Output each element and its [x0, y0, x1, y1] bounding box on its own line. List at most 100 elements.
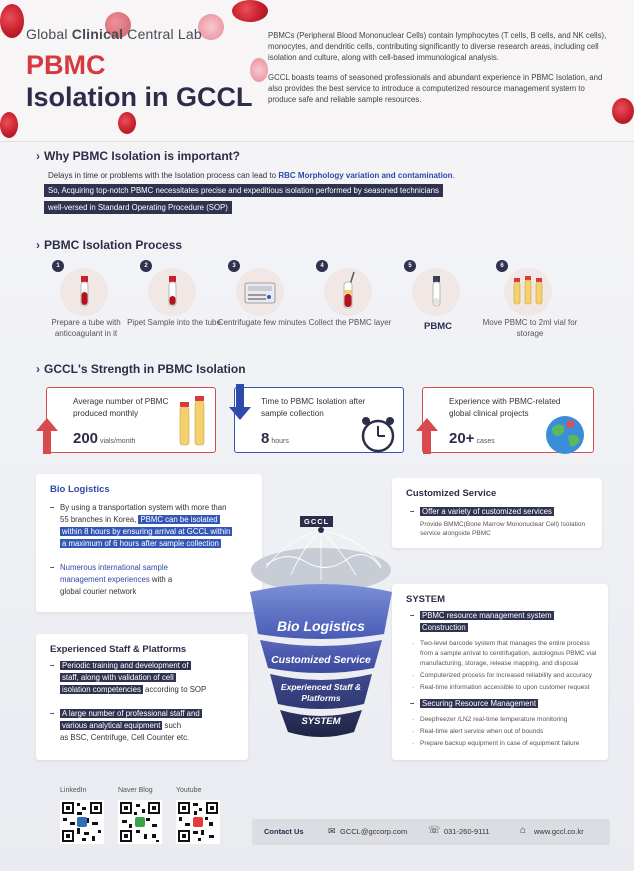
step-number: 6: [496, 260, 508, 272]
pipet-tube-icon: [148, 268, 196, 316]
panel-title: Customized Service: [406, 488, 497, 499]
arrow-up-icon: [416, 418, 438, 454]
panel-title: SYSTEM: [406, 594, 446, 605]
system-item: ·Real-time alert service when out of bou…: [412, 728, 544, 735]
funnel-label-staff: Experienced Staff &Platforms: [280, 682, 362, 703]
page-title-line1: PBMC: [26, 50, 106, 80]
strength-section-title: ›GCCL's Strength in PBMC Isolation: [36, 362, 246, 376]
customized-desc: Provide BMMC(Bone Marrow Mononuclear Cel…: [420, 521, 586, 528]
page-title-line2: Isolation in GCCL: [26, 82, 253, 112]
vials-icon: [504, 268, 552, 316]
step-label: PBMC: [424, 321, 452, 332]
contact-bar: Contact Us ✉ GCCL@gccorp.com ☏ 031-260-9…: [252, 819, 610, 845]
home-icon: ⌂: [520, 825, 527, 836]
blood-cell-decoration: [250, 58, 268, 82]
why-section-title: ›Why PBMC Isolation is important?: [36, 149, 241, 163]
contact-label: Contact Us: [264, 827, 304, 836]
card-text: Experience with PBMC-related global clin…: [449, 397, 561, 418]
step-number: 1: [52, 260, 64, 272]
world-network-illustration: [251, 527, 391, 592]
blood-cell-decoration: [612, 98, 634, 124]
funnel-label-customized: Customized Service: [271, 654, 371, 666]
naver-blog-qr-code[interactable]: [118, 800, 162, 844]
process-step: 5 PBMC: [386, 260, 490, 350]
funnel-label-bio-logistics: Bio Logistics: [277, 618, 365, 634]
blood-tube-icon: [60, 268, 108, 316]
arrow-down-icon: [229, 384, 251, 420]
blood-cell-decoration: [0, 4, 24, 38]
chevron-right-icon: ›: [36, 238, 40, 252]
intro-paragraph-2: GCCL boasts teams of seasoned profession…: [268, 73, 603, 104]
qr-label-linkedin: LinkedIn: [60, 787, 87, 794]
system-item: ·Two-level barcode system that manages t…: [412, 640, 597, 667]
system-item: ·Computerized process for increased reli…: [412, 672, 592, 679]
blood-cell-decoration: [232, 0, 268, 22]
blood-cell-decoration: [105, 12, 131, 38]
gccl-logo: GCCL: [300, 516, 334, 527]
card-value: 20+cases: [449, 430, 495, 447]
bio-bullet-1: – By using a transportation system with …: [50, 503, 233, 548]
intro-paragraph-1: PBMCs (Peripheral Blood Mononuclear Cell…: [268, 31, 607, 62]
why-highlight-band-2: well-versed in Standard Operating Proced…: [44, 201, 232, 214]
blood-cell-decoration: [118, 112, 136, 134]
blood-cell-decoration: [198, 14, 224, 40]
linkedin-qr-code[interactable]: [60, 800, 104, 844]
card-text: Time to PBMC Isolation after sample coll…: [261, 397, 366, 418]
why-highlight-band-1: So, Acquiring top-notch PBMC necessitate…: [44, 184, 443, 197]
mail-icon: ✉: [328, 826, 336, 836]
customized-desc: service alongside PBMC: [420, 530, 491, 537]
funnel-label-system: SYSTEM: [301, 716, 341, 727]
chevron-right-icon: ›: [36, 362, 40, 376]
step-label: Prepare a tube with anticoagulant in it: [51, 318, 121, 338]
system-heading-1: – PBMC resource management system Constr…: [410, 611, 554, 632]
system-item: ·Deepfreezer /LN2 real-time temperature …: [412, 716, 568, 723]
bio-bullet-2: – Numerous international sample manageme…: [50, 563, 173, 596]
process-step: 6 Move PBMC to 2ml vial for storage: [478, 260, 582, 350]
card-text: Average number of PBMC produced monthly: [73, 397, 169, 418]
contact-phone[interactable]: 031-260-9111: [444, 827, 490, 836]
process-section-title: ›PBMC Isolation Process: [36, 238, 183, 252]
system-heading-2: – Securing Resource Management: [410, 699, 538, 708]
process-step: 4 Collect the PBMC layer: [298, 260, 402, 350]
staff-bullet-1: – Periodic training and development of s…: [50, 661, 207, 694]
panel-title: Bio Logistics: [50, 484, 110, 495]
contact-website[interactable]: www.gccl.co.kr: [534, 827, 584, 836]
youtube-qr-code[interactable]: [176, 800, 220, 844]
customized-bullet: – Offer a variety of customized services: [410, 507, 554, 516]
brand-name: Global Clinical Central Lab: [26, 26, 202, 42]
customized-service-panel: Customized Service – Offer a variety of …: [392, 478, 602, 548]
blood-cell-decoration: [0, 112, 18, 138]
step-label: Pipet Sample into the tube: [127, 318, 221, 327]
pbmc-tube-icon: [412, 268, 460, 316]
system-item: ·Real-time information accessible to upo…: [412, 684, 590, 691]
bio-logistics-panel: Bio Logistics – By using a transportatio…: [36, 474, 262, 612]
globe-icon: [546, 416, 584, 454]
step-label: Collect the PBMC layer: [308, 318, 392, 327]
header: Global Clinical Central Lab PBMC Isolati…: [0, 0, 634, 142]
step-number: 2: [140, 260, 152, 272]
step-label: Move PBMC to 2ml vial for storage: [482, 318, 578, 338]
centrifuge-icon: [236, 268, 284, 316]
phone-icon: ☏: [428, 825, 441, 836]
step-label: Centrifugate few minutes: [217, 318, 307, 327]
arrow-up-icon: [36, 418, 58, 454]
staff-platforms-panel: Experienced Staff & Platforms – Periodic…: [36, 634, 248, 760]
step-number: 5: [404, 260, 416, 272]
staff-bullet-2: – A large number of professional staff a…: [50, 709, 202, 742]
vials-icon: [179, 396, 205, 446]
qr-label-naver-blog: Naver Blog: [118, 787, 153, 794]
process-step: 2 Pipet Sample into the tube: [122, 260, 226, 350]
contact-email[interactable]: GCCL@gccorp.com: [340, 827, 408, 836]
why-description: Delays in time or problems with the Isol…: [48, 171, 455, 180]
alarm-clock-icon: [361, 417, 395, 453]
system-panel: SYSTEM – PBMC resource management system…: [392, 584, 608, 760]
qr-label-youtube: Youtube: [176, 787, 202, 794]
pipette-collect-icon: [324, 268, 372, 316]
system-item: ·Prepare backup equipment in case of equ…: [412, 740, 580, 747]
service-funnel: [250, 584, 392, 737]
panel-title: Experienced Staff & Platforms: [50, 644, 187, 655]
process-step: 3 Centrifugate few minutes: [210, 260, 314, 350]
